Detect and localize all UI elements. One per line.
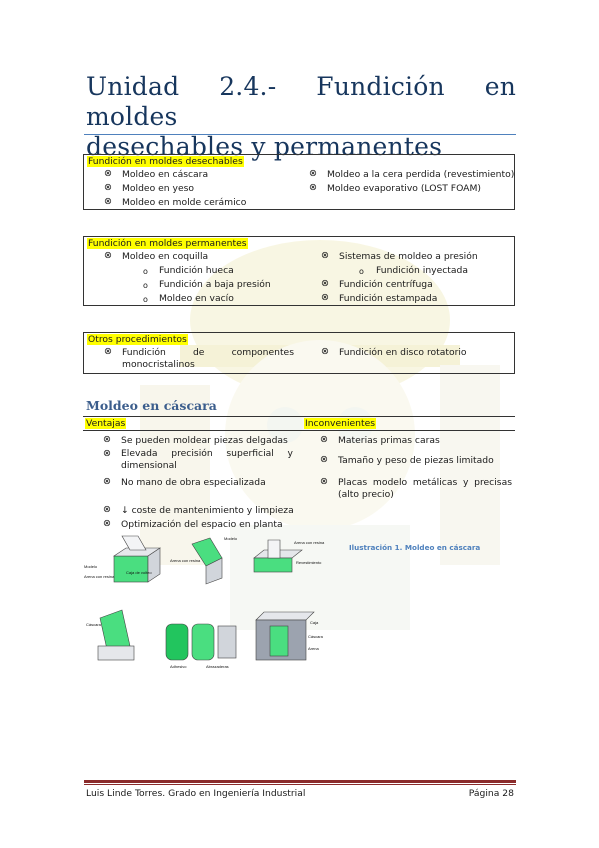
sub-bullet-icon: o <box>143 267 148 276</box>
list-item: Elevada precisión superficial y dimensio… <box>121 448 293 472</box>
box-moldes-desechables: Fundición en moldes desechables ⊗ Moldeo… <box>83 154 515 210</box>
list-item: Fundición estampada <box>339 293 438 304</box>
step-2-figure <box>191 537 223 585</box>
box2-heading: Fundición en moldes permanentes <box>87 238 248 249</box>
list-item: Fundición en disco rotatorio <box>339 347 467 358</box>
footer-divider <box>84 780 516 783</box>
list-item: Optimización del espacio en planta <box>121 519 283 530</box>
list-item-line-1: Fundición de componentes <box>122 347 294 358</box>
sub-bullet-icon: o <box>143 295 148 304</box>
list-item: Moldeo a la cera perdida (revestimiento) <box>327 169 515 180</box>
sub-bullet-icon: o <box>143 281 148 290</box>
list-item-line-2: (alto precio) <box>338 489 394 500</box>
list-item: No mano de obra especializada <box>121 477 266 488</box>
bullet-icon: ⊗ <box>321 292 329 303</box>
label-caja-volteo: Caja de volteo <box>126 570 152 575</box>
bullet-icon: ⊗ <box>103 518 111 529</box>
bullet-icon: ⊗ <box>103 448 111 459</box>
bullet-icon: ⊗ <box>103 476 111 487</box>
list-item: Placas modelo metálicas y precisas (alto… <box>338 477 512 501</box>
section-heading: Moldeo en cáscara <box>86 398 217 413</box>
footer-author: Luis Linde Torres. Grado en Ingeniería I… <box>86 788 306 799</box>
list-item-line-1: Elevada precisión superficial y <box>121 448 293 459</box>
label-arena-resina-2: Arena con resina <box>170 558 201 563</box>
bullet-icon: ⊗ <box>104 182 112 193</box>
list-item: Moldeo en vacío <box>159 293 234 304</box>
bullet-icon: ⊗ <box>104 168 112 179</box>
bullet-icon: ⊗ <box>321 346 329 357</box>
list-item-line-2: dimensional <box>121 460 177 471</box>
footer-divider-thin <box>84 784 516 785</box>
label-revestimiento: Revestimiento <box>296 560 322 565</box>
label-modelo-2: Modelo <box>224 536 238 541</box>
list-item: Fundición centrífuga <box>339 279 433 290</box>
list-item: Fundición de componentes monocristalinos <box>122 347 294 371</box>
bullet-icon: ⊗ <box>104 250 112 261</box>
figure-caption: Ilustración 1. Moldeo en cáscara <box>349 543 481 552</box>
bullet-icon: ⊗ <box>320 476 328 487</box>
step-1-figure <box>113 535 161 583</box>
list-item: Tamaño y peso de piezas limitado <box>338 455 494 466</box>
title-divider <box>84 134 516 135</box>
label-modelo: Modelo <box>84 564 98 569</box>
label-abrazaderas: Abrazaderas <box>206 664 229 669</box>
page-title: Unidad 2.4.- Fundición en moldes desecha… <box>86 72 516 162</box>
title-line-1: Unidad 2.4.- Fundición en moldes <box>86 72 516 131</box>
step-6-figure <box>255 611 315 661</box>
label-caja: Caja <box>310 620 319 625</box>
label-cascara-2: Cáscara <box>308 634 324 639</box>
box3-heading: Otros procedimientos <box>87 334 188 345</box>
label-cascara: Cáscara <box>86 622 102 627</box>
list-item: Se pueden moldear piezas delgadas <box>121 435 288 446</box>
bullet-icon: ⊗ <box>320 434 328 445</box>
list-item: Moldeo en yeso <box>122 183 195 194</box>
column-header-ventajas: Ventajas <box>85 418 127 429</box>
list-item: Fundición a baja presión <box>159 279 271 290</box>
column-header-inconvenientes: Inconvenientes <box>304 418 377 429</box>
label-arena-resina: Arena con resina <box>84 574 115 579</box>
bullet-icon: ⊗ <box>103 434 111 445</box>
list-item-line-2: monocristalinos <box>122 359 195 370</box>
moldeo-en-cascara-illustration: Modelo Arena con resina Caja de volteo A… <box>84 535 325 669</box>
bullet-icon: ⊗ <box>320 454 328 465</box>
bullet-icon: ⊗ <box>103 504 111 515</box>
list-item: Moldeo en molde cerámico <box>122 197 247 208</box>
list-item: ↓ coste de mantenimiento y limpieza <box>121 505 294 516</box>
list-item: Moldeo en coquilla <box>122 251 209 262</box>
list-item-line-1: Placas modelo metálicas y precisas <box>338 477 512 488</box>
label-adhesivo: Adhesivo <box>170 664 187 669</box>
list-item: Moldeo en cáscara <box>122 169 209 180</box>
list-item: Sistemas de moldeo a presión <box>339 251 478 262</box>
label-arena-resina-3: Arena con resina <box>294 540 325 545</box>
bullet-icon: ⊗ <box>104 346 112 357</box>
box1-heading: Fundición en moldes desechables <box>87 156 244 167</box>
bullet-icon: ⊗ <box>309 182 317 193</box>
list-item: Moldeo evaporativo (LOST FOAM) <box>327 183 481 194</box>
bullet-icon: ⊗ <box>321 250 329 261</box>
box-otros-procedimientos: Otros procedimientos ⊗ Fundición de comp… <box>83 332 515 374</box>
step-4-figure <box>97 609 135 661</box>
bullet-icon: ⊗ <box>309 168 317 179</box>
bullet-icon: ⊗ <box>321 278 329 289</box>
ventajas-inconvenientes-table: Ventajas Inconvenientes ⊗ Se pueden mold… <box>83 416 515 530</box>
table-header-divider <box>83 430 515 431</box>
list-item: Fundición inyectada <box>376 265 468 276</box>
step-5-figure <box>165 623 237 661</box>
list-item: Materias primas caras <box>338 435 440 446</box>
box-moldes-permanentes: Fundición en moldes permanentes ⊗ Moldeo… <box>83 236 515 306</box>
sub-bullet-icon: o <box>359 267 364 276</box>
bullet-icon: ⊗ <box>104 196 112 207</box>
label-arena: Arena <box>308 646 319 651</box>
list-item: Fundición hueca <box>159 265 234 276</box>
step-3-figure <box>253 539 303 573</box>
page-number: Página 28 <box>468 788 514 799</box>
